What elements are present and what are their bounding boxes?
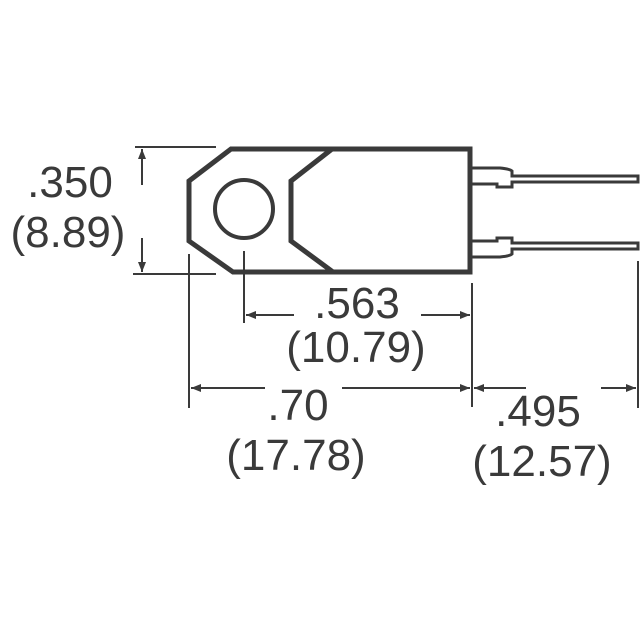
height-inch-label: .350 <box>27 158 113 207</box>
height-dimension <box>133 146 216 275</box>
lead-upper <box>472 166 640 189</box>
height-mm-label: (8.89) <box>11 208 126 257</box>
lead-length-mm-label: (12.57) <box>472 437 611 486</box>
hole-to-end-mm-label: (10.79) <box>286 323 425 372</box>
body-length-dimension <box>188 254 470 408</box>
hole-to-end-inch-label: .563 <box>314 279 400 328</box>
component-body <box>186 146 473 275</box>
mounting-hole <box>213 178 275 240</box>
body-length-inch-label: .70 <box>267 381 328 430</box>
hole-to-end-dimension <box>243 251 473 407</box>
lead-length-inch-label: .495 <box>495 387 581 436</box>
lead-lower <box>472 236 640 259</box>
body-length-mm-label: (17.78) <box>226 431 365 480</box>
lead-length-dimension <box>474 261 639 408</box>
